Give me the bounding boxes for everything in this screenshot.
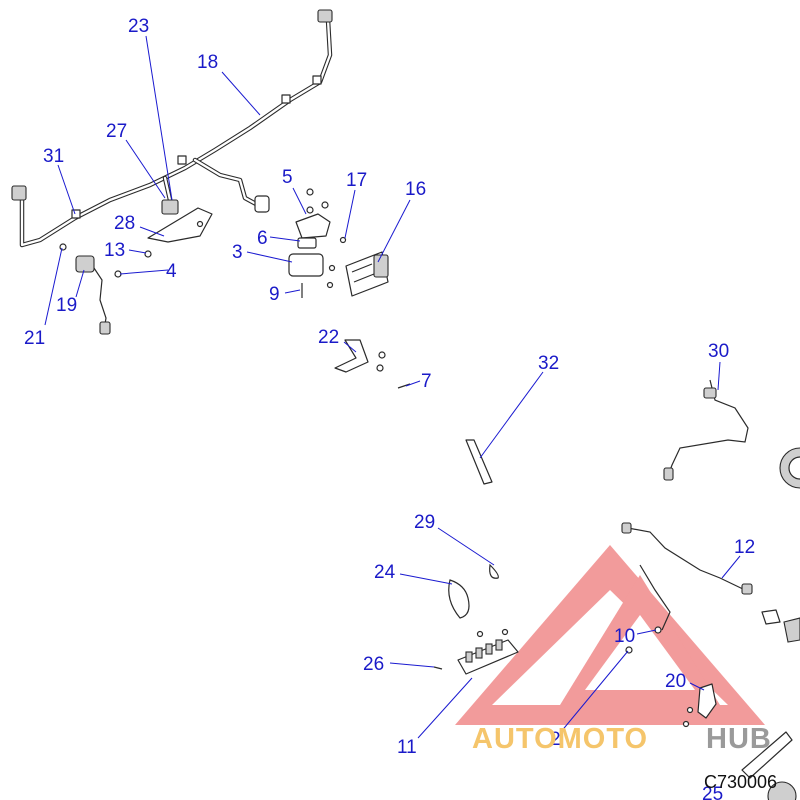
callout-4: 4 xyxy=(166,261,177,282)
callout-27: 27 xyxy=(106,121,127,142)
gear-wheel xyxy=(779,447,800,489)
callout-12: 12 xyxy=(734,537,755,558)
watermark-text: AUTOMOTO HUB xyxy=(472,723,772,755)
callout-5: 5 xyxy=(282,167,293,188)
callout-24: 24 xyxy=(374,562,396,583)
relay-assembly xyxy=(288,188,331,298)
callout-32: 32 xyxy=(538,353,559,374)
leader-lines xyxy=(44,35,741,739)
callout-18: 18 xyxy=(197,52,218,73)
callout-17: 17 xyxy=(346,170,367,191)
fastener xyxy=(682,720,690,728)
callout-11: 11 xyxy=(397,737,417,758)
callout-16: 16 xyxy=(405,179,426,200)
brand-name-part2: HUB xyxy=(706,723,772,755)
cable-tie xyxy=(489,563,499,579)
diagram-code: C730006 xyxy=(704,772,777,792)
callout-26: 26 xyxy=(363,654,384,675)
callout-6: 6 xyxy=(257,228,268,249)
side-connector xyxy=(761,609,781,625)
callout-10: 10 xyxy=(614,626,635,647)
callout-7: 7 xyxy=(421,371,432,392)
fastener xyxy=(196,220,204,228)
speed-sensor-lead xyxy=(663,379,749,481)
callout-25: 25 xyxy=(702,784,723,800)
callout-29: 29 xyxy=(414,512,435,533)
cable-tie-loop xyxy=(448,579,470,619)
sensor-with-lead xyxy=(75,255,111,335)
callout-31: 31 xyxy=(43,146,64,167)
bracket-plate xyxy=(741,731,793,779)
callout-13: 13 xyxy=(104,240,125,261)
mount-bracket xyxy=(697,683,717,719)
fastener xyxy=(144,250,152,258)
callout-2: 2 xyxy=(550,729,561,750)
side-housing xyxy=(783,617,800,643)
callout-20: 20 xyxy=(665,671,686,692)
brand-name-part1: AUTOMOTO xyxy=(472,723,648,755)
harness-bracket xyxy=(334,339,411,389)
watermark-logo xyxy=(455,545,765,725)
callout-30: 30 xyxy=(708,341,729,362)
control-module xyxy=(326,236,389,297)
retaining-strap xyxy=(465,439,493,485)
fastener xyxy=(59,243,67,251)
fastener xyxy=(686,706,694,714)
main-wire-harness xyxy=(11,9,333,248)
gear-wheel xyxy=(767,781,797,800)
callout-9: 9 xyxy=(269,284,280,305)
callout-22: 22 xyxy=(318,327,339,348)
callout-28: 28 xyxy=(114,213,135,234)
cable-assembly xyxy=(621,522,753,631)
mounting-bracket xyxy=(147,207,213,243)
harness-clip xyxy=(161,199,179,215)
fuse-bar xyxy=(433,628,519,675)
callout-3: 3 xyxy=(232,242,243,263)
callout-21: 21 xyxy=(24,328,45,349)
callout-23: 23 xyxy=(128,16,149,37)
callout-labels: 23 18 27 31 5 17 16 28 6 13 3 4 9 19 21 … xyxy=(24,16,755,800)
callout-19: 19 xyxy=(56,295,77,316)
